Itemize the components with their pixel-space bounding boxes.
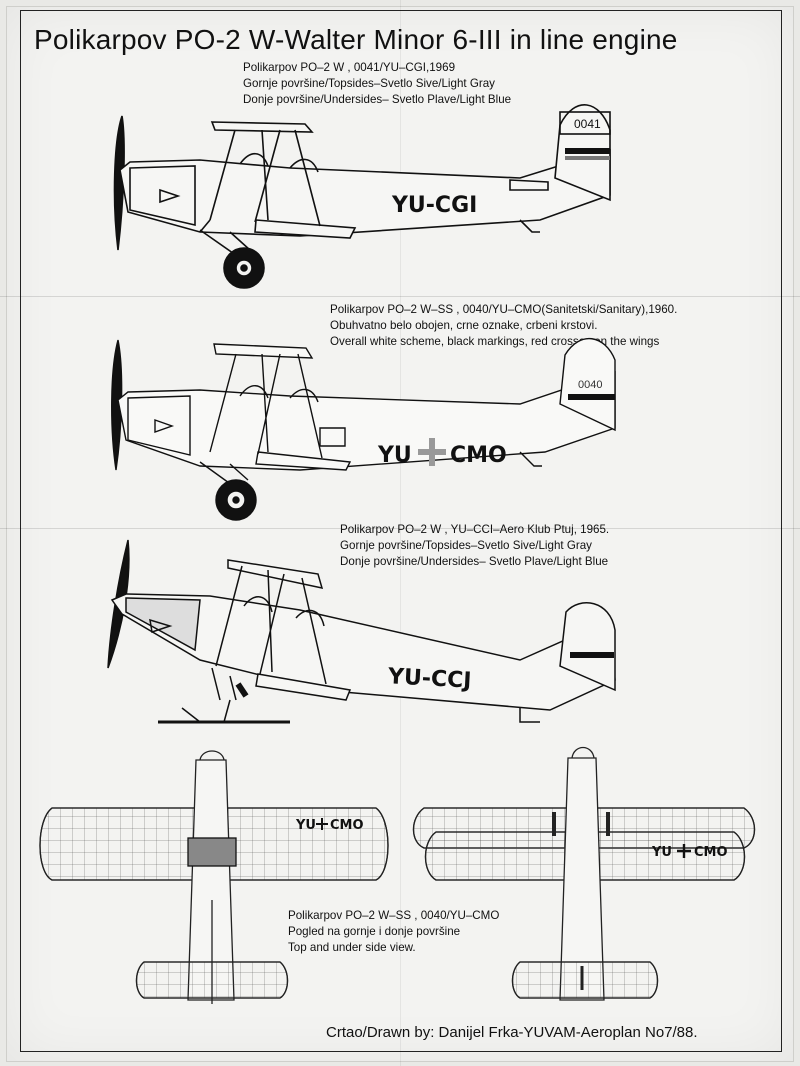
caption-line: Polikarpov PO–2 W , 0041/YU–CGI,1969 (243, 61, 456, 74)
fold-line (0, 528, 800, 529)
caption-line: Gornje površine/Topsides–Svetlo Sive/Lig… (243, 77, 495, 90)
wing-suffix: CMO (330, 818, 364, 833)
caption-line: Donje površine/Undersides– Svetlo Plave/… (243, 93, 512, 106)
caption-line: Top and under side view. (288, 941, 416, 954)
propeller-icon (111, 339, 123, 471)
caption-aircraft-1: Polikarpov PO–2 W , 0041/YU–CGI,1969 Gor… (243, 60, 511, 108)
aircraft-side-view-1 (113, 104, 611, 289)
fold-line (400, 0, 401, 1066)
aircraft-top-view (39, 750, 389, 1004)
drawn-by-credit: Crtao/Drawn by: Danijel Frka-YUVAM-Aerop… (326, 1024, 698, 1041)
tail-number-label: 0041 (574, 117, 601, 131)
caption-line: Pogled na gornje i donje površine (288, 925, 461, 938)
caption-line: Polikarpov PO–2 W–SS , 0040/YU–CMO(Sanit… (330, 303, 678, 316)
aircraft-side-view-3 (107, 539, 616, 724)
caption-line: Polikarpov PO–2 W , YU–CCI–Aero Klub Ptu… (340, 523, 610, 536)
registration-suffix: CMO (450, 443, 507, 468)
caption-line: Obuhvatno belo obojen, crne oznake, crbe… (330, 319, 598, 332)
page-title: Polikarpov PO-2 W-Walter Minor 6-III in … (34, 24, 678, 55)
propeller-icon (113, 115, 125, 251)
cross-marking-icon (316, 818, 328, 830)
caption-aircraft-3: Polikarpov PO–2 W , YU–CCI–Aero Klub Ptu… (340, 522, 609, 570)
caption-line: Donje površine/Undersides– Svetlo Plave/… (340, 555, 609, 568)
tail-number-label: 0040 (578, 379, 602, 391)
caption-top-under-view: Polikarpov PO–2 W–SS , 0040/YU–CMO Pogle… (288, 908, 499, 956)
drawing-frame (20, 10, 782, 1052)
fold-line (0, 296, 800, 297)
wing-suffix: CMO (694, 845, 728, 860)
wing-prefix: YU (295, 818, 316, 833)
aircraft-under-view (412, 746, 756, 1001)
caption-line: Polikarpov PO–2 W–SS , 0040/YU–CMO (288, 909, 500, 922)
registration-label: YU-CGI (391, 193, 477, 218)
registration-prefix: YU (377, 443, 412, 468)
registration-label: YU-CCJ (386, 664, 472, 693)
cross-marking-icon (677, 844, 691, 858)
wing-prefix: YU (651, 845, 672, 860)
caption-line: Gornje površine/Topsides–Svetlo Sive/Lig… (340, 539, 592, 552)
aircraft-side-view-2 (111, 338, 616, 521)
